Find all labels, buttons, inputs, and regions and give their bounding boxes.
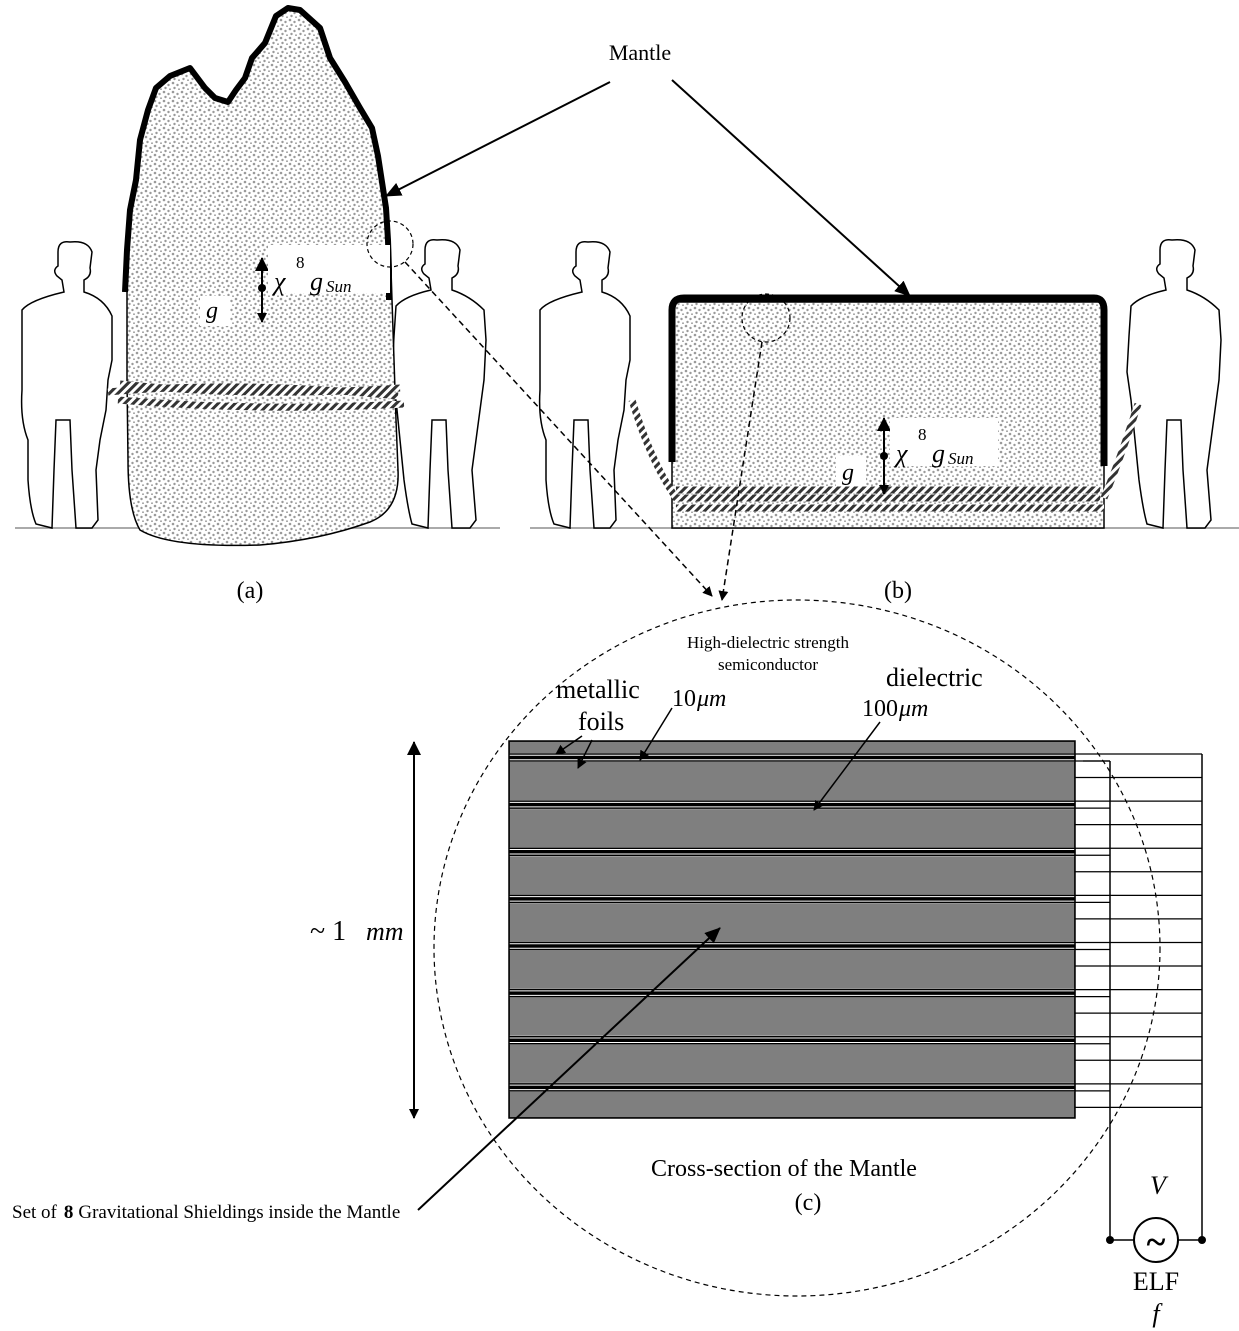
center-dot-a [258, 284, 266, 292]
set-prefix: Set of [12, 1202, 58, 1223]
metallic-label-1: metallic [556, 675, 640, 704]
stack-outline [508, 740, 1076, 1119]
semiconductor-label-1: High-dielectric strength [687, 633, 849, 652]
layer-stack [509, 741, 1075, 1118]
mantle-arrow-a [385, 81, 611, 197]
chi-exp-a: 8 [296, 253, 305, 272]
person-left-a [20, 240, 113, 529]
person-left-b [538, 240, 631, 529]
semiconductor-size: 10 [672, 686, 696, 712]
semiconductor-label-2: semiconductor [718, 655, 818, 674]
slab-b [671, 301, 1105, 529]
chi-label-a: χ [271, 267, 286, 296]
rope-a [107, 380, 405, 411]
mantle-arrow-b [671, 79, 911, 297]
gsun-base-a: g [310, 267, 323, 296]
voltage-label: V [1150, 1171, 1169, 1200]
metallic-arrow-2 [577, 739, 593, 769]
pointer-b-to-c [718, 341, 763, 601]
dielectric-size: 100 [862, 696, 898, 722]
semiconductor-unit: μm [696, 686, 726, 712]
detail-circle-a [366, 220, 414, 268]
chi-exp-b: 8 [918, 425, 927, 444]
elf-label: ELF [1133, 1267, 1179, 1296]
panel-b: χ 8 g Sun g (b) [530, 238, 1239, 604]
scale-prefix: ~ 1 [310, 916, 346, 947]
panel-c: ~ 1 mm High-dielectric strength semicond… [12, 599, 1206, 1328]
person-right-a [391, 238, 487, 529]
g-label-a: g [206, 298, 218, 324]
magnify-circle [433, 599, 1161, 1297]
panel-b-label: (b) [884, 578, 912, 604]
label-bg-a [268, 245, 390, 293]
frequency-label: f [1152, 1299, 1163, 1328]
detail-circle-b [741, 293, 791, 343]
metallic-label-2: foils [578, 707, 624, 736]
ac-source-symbol: ~ [1147, 1222, 1166, 1262]
junction-dot-left [1106, 1236, 1114, 1244]
dielectric-base [509, 741, 1075, 1118]
semiconductor-arrow [639, 707, 673, 761]
scale-unit: mm [366, 917, 404, 946]
gsun-sub-b: Sun [948, 449, 974, 468]
cross-section-title: Cross-section of the Mantle [651, 1156, 917, 1182]
dielectric-label: dielectric [886, 663, 983, 692]
person-right-b [1126, 238, 1222, 529]
gsun-base-b: g [932, 439, 945, 468]
panel-c-label: (c) [795, 1190, 822, 1216]
mantle-label: Mantle [609, 40, 671, 65]
junction-dot-right [1198, 1236, 1206, 1244]
dielectric-unit: μm [898, 696, 928, 722]
g-bg-a [200, 296, 230, 326]
label-bg-b [890, 418, 998, 466]
ac-source-icon [1133, 1217, 1179, 1263]
metallic-arrow-1 [555, 735, 583, 755]
panel-a: χ 8 g Sun g (a) [15, 5, 500, 604]
dielectric-arrow [813, 721, 881, 811]
mantle-edge-b [668, 294, 1108, 466]
pointer-a-to-c [404, 261, 713, 597]
wiring [1074, 753, 1206, 1244]
chi-label-b: χ [893, 439, 908, 468]
set-suffix: Gravitational Shieldings inside the Mant… [78, 1202, 400, 1223]
mantle-callout: Mantle [385, 40, 911, 297]
g-bg-b [836, 456, 866, 486]
gsun-sub-a: Sun [326, 277, 352, 296]
g-label-b: g [842, 460, 854, 486]
set-arrow [417, 927, 721, 1211]
set-count: 8 [64, 1202, 74, 1223]
panel-a-label: (a) [237, 578, 264, 604]
mantle-edge-a [122, 5, 392, 300]
center-dot-b [880, 452, 888, 460]
rope-b [628, 398, 1142, 512]
